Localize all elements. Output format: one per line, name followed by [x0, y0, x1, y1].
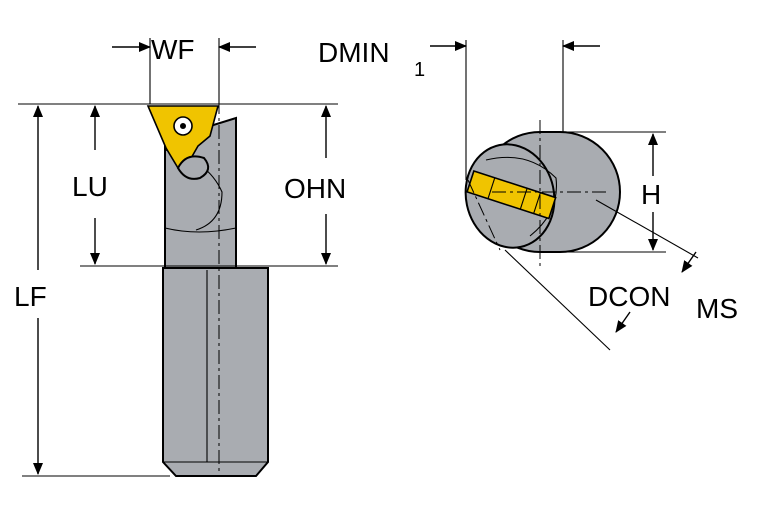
- lu-label: LU: [72, 171, 108, 202]
- end-view: DMIN 1 H DCON MS: [318, 37, 738, 351]
- dcon-label: DCON: [588, 281, 670, 312]
- insert-side: [146, 105, 220, 180]
- insert-end: [466, 169, 557, 220]
- dmin-label: DMIN: [318, 37, 390, 68]
- ohn-label: OHN: [284, 173, 346, 204]
- shank: [162, 267, 269, 477]
- dcon-subscript: MS: [696, 293, 738, 324]
- side-view: WF LU LF OHN: [14, 34, 346, 477]
- h-label: H: [641, 179, 661, 210]
- dmin-subscript: 1: [414, 59, 425, 81]
- lf-label: LF: [14, 281, 47, 312]
- wf-label: WF: [151, 34, 195, 65]
